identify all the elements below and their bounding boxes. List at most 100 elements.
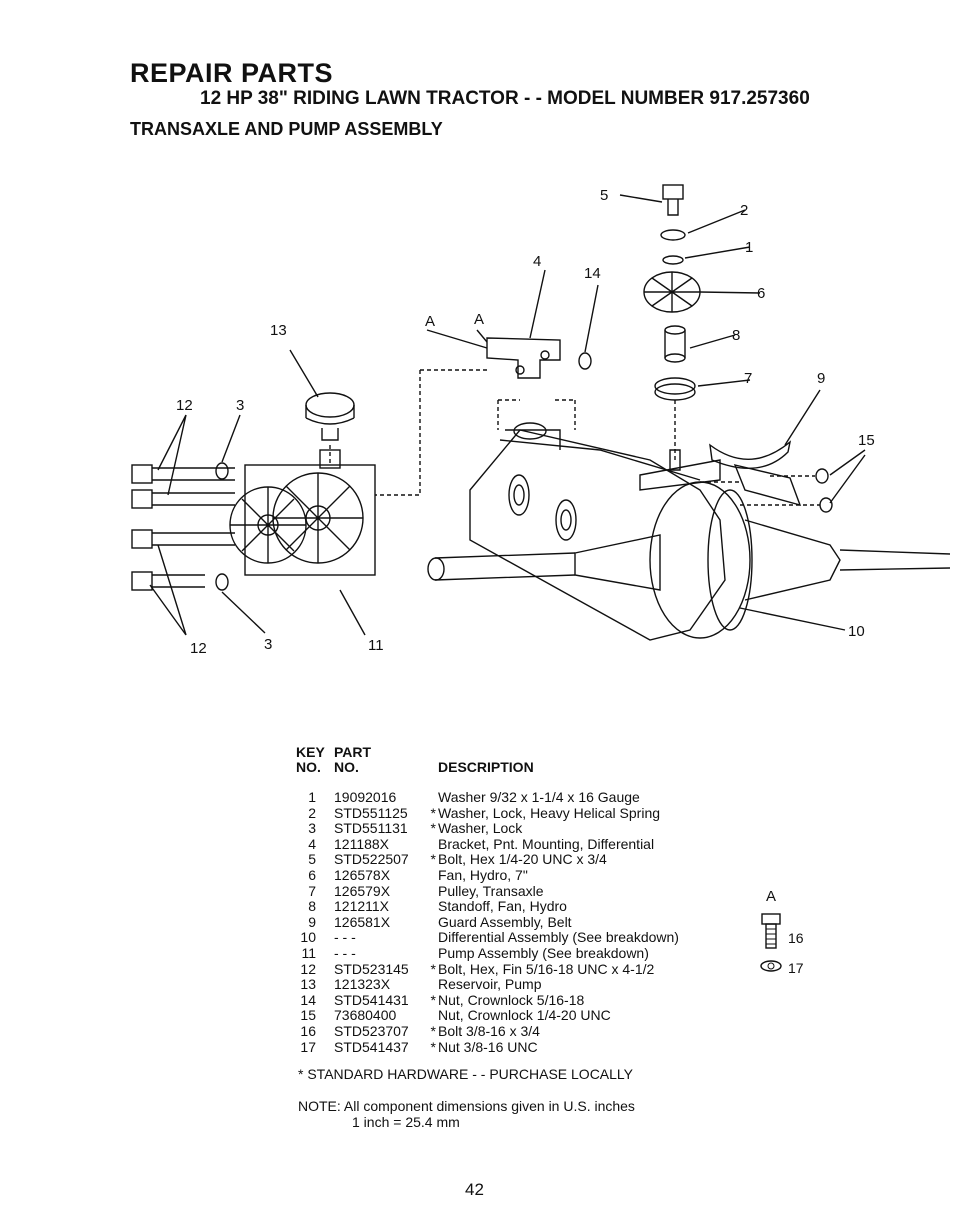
detail-item-17: 17 bbox=[788, 960, 804, 976]
part-number-cell: STD522507 bbox=[334, 851, 409, 868]
bolt-group-12 bbox=[131, 464, 235, 591]
standard-hardware-mark: * bbox=[430, 960, 436, 977]
axle-shaft-left bbox=[434, 552, 576, 581]
description-cell: Bolt 3/8-16 x 3/4 bbox=[438, 1022, 540, 1039]
crownlock-nut-15b bbox=[819, 497, 833, 513]
description-cell: Standoff, Fan, Hydro bbox=[438, 898, 567, 915]
key-cell: 13 bbox=[300, 976, 316, 993]
conversion-note: 1 inch = 25.4 mm bbox=[352, 1114, 460, 1130]
model-subtitle: 12 HP 38" RIDING LAWN TRACTOR - - MODEL … bbox=[200, 88, 810, 109]
description-cell: Nut, Crownlock 1/4-20 UNC bbox=[438, 1007, 611, 1024]
description-cell: Bolt, Hex 1/4-20 UNC x 3/4 bbox=[438, 851, 607, 868]
detail-a-label: A bbox=[766, 888, 777, 905]
description-cell: Bolt, Hex, Fin 5/16-18 UNC x 4-1/2 bbox=[438, 960, 655, 977]
description-cell: Fan, Hydro, 7" bbox=[438, 866, 528, 883]
callout-10: 10 bbox=[848, 623, 865, 640]
key-cell: 10 bbox=[300, 929, 316, 946]
standoff-8 bbox=[664, 330, 686, 358]
part-number-cell: STD541431 bbox=[334, 991, 409, 1008]
key-cell: 1 bbox=[308, 789, 316, 805]
assembly-title: TRANSAXLE AND PUMP ASSEMBLY bbox=[130, 119, 443, 139]
key-cell: 4 bbox=[308, 835, 316, 852]
table-row: 11- - -Pump Assembly (See breakdown) bbox=[296, 944, 736, 962]
table-row: 10- - -Differential Assembly (See breakd… bbox=[296, 930, 736, 946]
callout-14: 14 bbox=[584, 265, 601, 282]
callout-a-right: A bbox=[474, 311, 484, 328]
callout-8: 8 bbox=[732, 327, 740, 344]
standard-hardware-mark: * bbox=[430, 991, 436, 1008]
table-row: 1 19092016 Washer 9/32 x 1-1/4 x 16 Gauge bbox=[296, 789, 736, 806]
description-cell: Washer, Lock, Heavy Helical Spring bbox=[438, 804, 661, 821]
description-cell: Washer 9/32 x 1-1/4 x 16 Gauge bbox=[438, 789, 640, 805]
exploded-parts-diagram: 5 2 1 4 14 6 13 A A 8 7 9 12 3 15 10 12 … bbox=[131, 184, 951, 657]
description-cell: Reservoir, Pump bbox=[438, 976, 542, 993]
key-cell: 15 bbox=[300, 1007, 316, 1024]
detail-a: A 16 17 bbox=[760, 888, 830, 988]
key-cell: 9 bbox=[308, 913, 316, 930]
crownlock-nut-15a bbox=[815, 468, 829, 484]
key-cell: 6 bbox=[308, 866, 316, 883]
key-cell: 16 bbox=[300, 1022, 316, 1039]
standard-hardware-note: * STANDARD HARDWARE - - PURCHASE LOCALLY bbox=[298, 1066, 634, 1082]
callout-4: 4 bbox=[533, 253, 541, 270]
standard-hardware-mark: * bbox=[430, 1038, 436, 1055]
lock-washer-2 bbox=[660, 229, 686, 241]
key-cell: 7 bbox=[308, 882, 316, 899]
part-number-cell: 73680400 bbox=[334, 1007, 397, 1024]
part-number-cell: 126579X bbox=[334, 882, 391, 899]
pump-reservoir bbox=[305, 392, 355, 418]
part-number-cell: 121211X bbox=[334, 898, 390, 915]
callout-a-left: A bbox=[425, 313, 435, 330]
description-cell: Washer, Lock bbox=[438, 820, 523, 837]
washer-1 bbox=[662, 255, 684, 265]
part-number-cell: 121323X bbox=[334, 976, 391, 993]
standard-hardware-mark: * bbox=[430, 851, 436, 868]
callout-9: 9 bbox=[817, 370, 825, 387]
callout-6: 6 bbox=[757, 285, 765, 302]
table-row: 15 73680400 Nut, Crownlock 1/4-20 UNC bbox=[296, 1008, 736, 1024]
header-key-1: KEY bbox=[296, 744, 325, 760]
key-cell: 3 bbox=[308, 820, 316, 837]
callout-2: 2 bbox=[740, 202, 748, 219]
table-row: 2 STD551125 *Washer, Lock, Heavy Helical S… bbox=[296, 804, 736, 822]
pulley-7 bbox=[654, 377, 696, 395]
part-number-cell: STD523707 bbox=[334, 1022, 409, 1039]
part-number-cell: 19092016 bbox=[334, 789, 397, 805]
key-cell: 8 bbox=[308, 898, 316, 915]
table-row: 12 STD523145 *Bolt, Hex, Fin 5/16-18 UNC x… bbox=[296, 960, 736, 978]
part-number-cell: - - - bbox=[334, 929, 356, 946]
key-cell: 2 bbox=[308, 804, 316, 821]
callout-13: 13 bbox=[270, 322, 287, 339]
description-cell: Guard Assembly, Belt bbox=[438, 913, 572, 930]
table-row: 6 126578X Fan, Hydro, 7" bbox=[296, 866, 736, 884]
key-cell: 12 bbox=[300, 960, 316, 977]
part-number-cell: - - - bbox=[334, 944, 356, 961]
table-header: KEY NO. PART NO. DESCRIPTION bbox=[296, 744, 736, 822]
standard-hardware-mark: * bbox=[430, 1022, 436, 1039]
part-number-cell: STD551125 bbox=[334, 804, 408, 821]
callout-1: 1 bbox=[745, 239, 753, 256]
key-cell: 11 bbox=[301, 944, 316, 961]
key-cell: 17 bbox=[300, 1038, 316, 1055]
part-number-cell: STD551131 bbox=[334, 820, 408, 837]
belt-guard-9 bbox=[709, 440, 792, 470]
table-row: 13 121323X Reservoir, Pump bbox=[296, 977, 736, 993]
table-row: 7 126579X Pulley, Transaxle bbox=[296, 882, 736, 900]
part-number-cell: STD523145 bbox=[334, 960, 409, 977]
callout-3-top: 3 bbox=[236, 397, 244, 414]
part-number-cell: STD541437 bbox=[334, 1038, 409, 1055]
mounting-bracket bbox=[486, 337, 561, 379]
crownlock-nut-14 bbox=[578, 352, 592, 370]
description-cell: Bracket, Pnt. Mounting, Differential bbox=[438, 835, 655, 852]
callout-7: 7 bbox=[744, 370, 752, 387]
description-cell: Pulley, Transaxle bbox=[438, 882, 544, 899]
part-number-cell: 126578X bbox=[334, 866, 391, 883]
standard-hardware-mark: * bbox=[430, 804, 436, 821]
transaxle-housing bbox=[469, 429, 726, 641]
dimensions-note: NOTE: All component dimensions given in … bbox=[298, 1098, 635, 1114]
bolt-16-icon bbox=[760, 913, 782, 972]
